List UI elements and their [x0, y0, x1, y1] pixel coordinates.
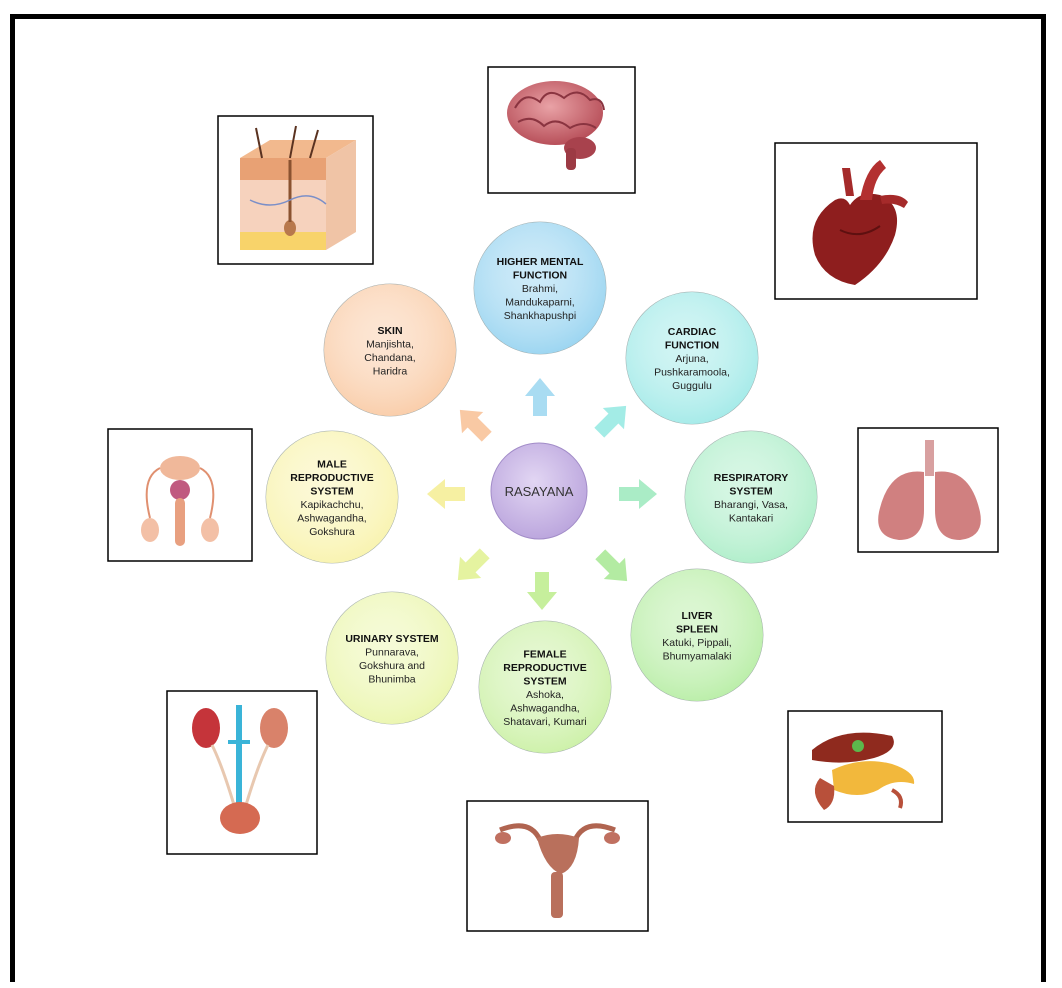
- node-herb-line: Ashwagandha,: [510, 702, 579, 714]
- node-herb-line: Kantakari: [729, 512, 773, 524]
- node-title-line: SYSTEM: [729, 485, 772, 497]
- node-herb-line: Kapikachchu,: [300, 499, 363, 511]
- node-title-line: RESPIRATORY: [714, 472, 788, 484]
- node-herb-line: Bhumyamalaki: [663, 650, 732, 662]
- arrow-liver: [590, 544, 638, 592]
- node-title-line: HIGHER MENTAL: [497, 256, 584, 268]
- node-title-line: URINARY SYSTEM: [345, 633, 439, 645]
- arrow-female: [527, 572, 557, 610]
- arrow-respiratory: [619, 479, 657, 509]
- node-herb-line: Guggulu: [672, 380, 712, 392]
- node-herb-line: Shatavari, Kumari: [503, 716, 586, 728]
- node-title-line: SYSTEM: [310, 485, 353, 497]
- node-herb-line: Ashoka,: [526, 689, 564, 701]
- node-title-line: LIVER: [682, 610, 713, 622]
- node-herb-line: Mandukaparni,: [505, 297, 574, 309]
- node-herb-line: Shankhapushpi: [504, 310, 576, 322]
- node-herb-line: Arjuna,: [675, 353, 708, 365]
- uterus-image: [467, 801, 648, 931]
- arrow-male: [427, 479, 465, 509]
- heart-image: [775, 143, 977, 299]
- node-herb-line: Brahmi,: [522, 283, 558, 295]
- skin-image: [218, 116, 373, 264]
- node-herb-line: Haridra: [373, 365, 408, 377]
- arrow-higher-mental: [525, 378, 555, 416]
- node-title-line: FUNCTION: [665, 340, 719, 352]
- brain-image: [488, 67, 635, 193]
- node-herb-line: Gokshura and: [359, 660, 425, 672]
- hub-label: RASAYANA: [505, 484, 574, 499]
- male-reproductive-image: [108, 429, 252, 561]
- node-title-line: REPRODUCTIVE: [290, 472, 373, 484]
- node-herb-line: Bhunimba: [368, 673, 415, 685]
- liver-image: [788, 711, 942, 822]
- node-herb-line: Manjishta,: [366, 338, 414, 350]
- node-title-line: SYSTEM: [523, 675, 566, 687]
- node-title-line: REPRODUCTIVE: [503, 662, 586, 674]
- node-title-line: FEMALE: [523, 648, 566, 660]
- node-herb-line: Gokshura: [309, 526, 355, 538]
- node-title-line: MALE: [317, 458, 347, 470]
- arrow-urinary: [447, 543, 495, 591]
- kidneys-image: [167, 691, 317, 854]
- node-herb-line: Ashwagandha,: [297, 512, 366, 524]
- arrow-cardiac: [589, 395, 637, 443]
- hub-node: RASAYANA: [491, 443, 587, 539]
- node-title-line: SKIN: [377, 325, 402, 337]
- node-herb-line: Pushkaramoola,: [654, 367, 730, 379]
- node-title-line: SPLEEN: [676, 623, 718, 635]
- node-herb-line: Punnarava,: [365, 646, 419, 658]
- arrow-skin: [449, 399, 497, 447]
- node-title-line: CARDIAC: [668, 326, 717, 338]
- node-title-line: FUNCTION: [513, 270, 567, 282]
- node-herb-line: Chandana,: [364, 352, 415, 364]
- lungs-image: [858, 428, 998, 552]
- node-herb-line: Katuki, Pippali,: [662, 637, 731, 649]
- node-herb-line: Bharangi, Vasa,: [714, 499, 788, 511]
